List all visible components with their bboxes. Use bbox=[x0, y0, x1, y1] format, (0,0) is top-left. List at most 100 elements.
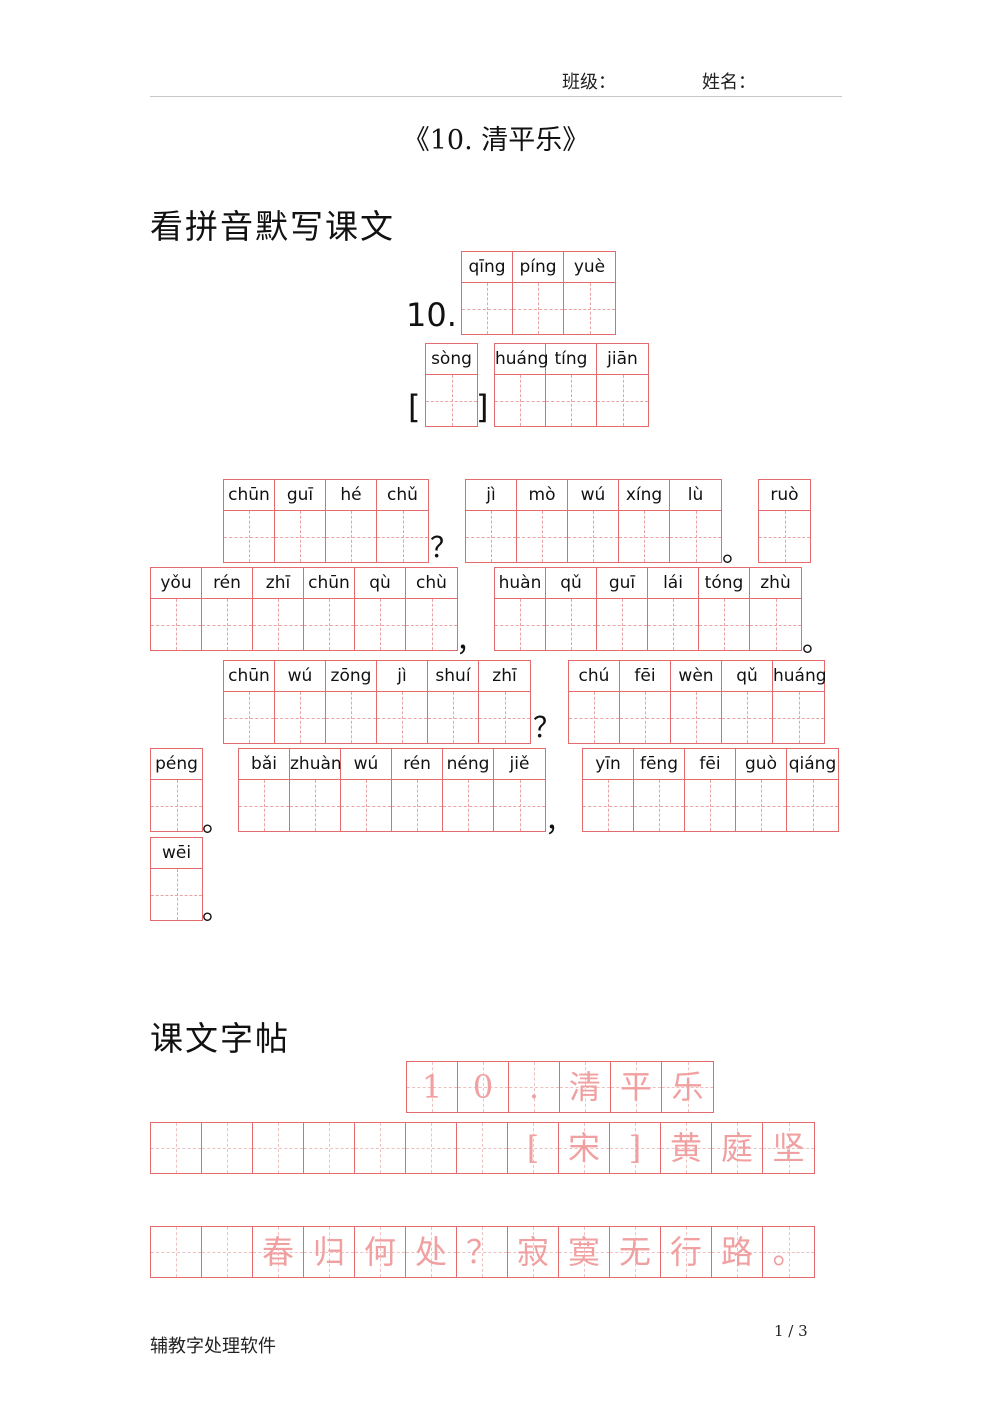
writing-box[interactable] bbox=[670, 511, 721, 562]
writing-box[interactable] bbox=[722, 692, 772, 743]
pinyin-cell: qǔ bbox=[722, 661, 773, 743]
writing-box[interactable] bbox=[773, 692, 824, 743]
pinyin-syllable: rén bbox=[202, 568, 252, 599]
writing-box[interactable] bbox=[648, 599, 698, 650]
writing-box[interactable] bbox=[517, 511, 567, 562]
writing-box[interactable] bbox=[597, 375, 648, 426]
writing-box[interactable] bbox=[224, 511, 274, 562]
pinyin-cell: hé bbox=[326, 480, 377, 562]
writing-box[interactable] bbox=[750, 599, 801, 650]
pinyin-syllable: shuí bbox=[428, 661, 478, 692]
writing-box[interactable] bbox=[619, 511, 669, 562]
pinyin-cell: chǔ bbox=[377, 480, 428, 562]
copybook-square: 无 bbox=[610, 1227, 661, 1277]
pinyin-syllable: qīng bbox=[462, 252, 512, 283]
writing-box[interactable] bbox=[151, 869, 202, 920]
trace-character: ] bbox=[628, 1129, 642, 1167]
writing-box[interactable] bbox=[466, 511, 516, 562]
writing-box[interactable] bbox=[151, 599, 201, 650]
writing-box[interactable] bbox=[426, 375, 477, 426]
writing-box[interactable] bbox=[597, 599, 647, 650]
pinyin-syllable: guī bbox=[275, 480, 325, 511]
pinyin-cell: guī bbox=[597, 568, 648, 650]
pinyin-syllable: lù bbox=[670, 480, 721, 511]
copybook-square bbox=[406, 1123, 457, 1173]
writing-box[interactable] bbox=[495, 599, 545, 650]
writing-box[interactable] bbox=[759, 511, 810, 562]
writing-box[interactable] bbox=[304, 599, 354, 650]
pinyin-syllable: wú bbox=[341, 749, 391, 780]
writing-box[interactable] bbox=[787, 780, 838, 831]
trace-character: 清 bbox=[568, 1068, 601, 1106]
writing-box[interactable] bbox=[736, 780, 786, 831]
writing-box[interactable] bbox=[546, 375, 596, 426]
writing-box[interactable] bbox=[253, 599, 303, 650]
copybook-square: 庭 bbox=[712, 1123, 763, 1173]
writing-box[interactable] bbox=[564, 283, 615, 334]
writing-box[interactable] bbox=[685, 780, 735, 831]
pinyin-cell: guī bbox=[275, 480, 326, 562]
writing-box[interactable] bbox=[462, 283, 512, 334]
writing-box[interactable] bbox=[239, 780, 289, 831]
copybook-square: 归 bbox=[304, 1227, 355, 1277]
writing-box[interactable] bbox=[443, 780, 493, 831]
punctuation-mark: ？ bbox=[430, 531, 459, 564]
pinyin-syllable: jiě bbox=[494, 749, 545, 780]
pinyin-cell: huàn bbox=[495, 568, 546, 650]
pinyin-syllable: chú bbox=[569, 661, 619, 692]
writing-box[interactable] bbox=[326, 692, 376, 743]
writing-box[interactable] bbox=[494, 780, 545, 831]
writing-box[interactable] bbox=[428, 692, 478, 743]
copybook-square: [ bbox=[508, 1123, 559, 1173]
copybook-square: ？ bbox=[457, 1227, 508, 1277]
writing-box[interactable] bbox=[406, 599, 457, 650]
writing-box[interactable] bbox=[202, 599, 252, 650]
pinyin-cell: péng bbox=[151, 749, 202, 831]
writing-box[interactable] bbox=[583, 780, 633, 831]
writing-box[interactable] bbox=[671, 692, 721, 743]
writing-box[interactable] bbox=[513, 283, 563, 334]
writing-box[interactable] bbox=[699, 599, 749, 650]
pinyin-syllable: qù bbox=[355, 568, 405, 599]
trace-character: 何 bbox=[363, 1233, 396, 1271]
pinyin-cell: fēng bbox=[634, 749, 685, 831]
copybook-square: 。 bbox=[763, 1227, 814, 1277]
pinyin-cell: xíng bbox=[619, 480, 670, 562]
writing-box[interactable] bbox=[151, 780, 202, 831]
writing-box[interactable] bbox=[479, 692, 530, 743]
writing-box[interactable] bbox=[568, 511, 618, 562]
writing-box[interactable] bbox=[275, 692, 325, 743]
writing-box[interactable] bbox=[634, 780, 684, 831]
writing-box[interactable] bbox=[355, 599, 405, 650]
writing-box[interactable] bbox=[620, 692, 670, 743]
pinyin-syllable: jì bbox=[466, 480, 516, 511]
trace-character: 路 bbox=[720, 1233, 753, 1271]
pinyin-cell: lù bbox=[670, 480, 721, 562]
writing-box[interactable] bbox=[224, 692, 274, 743]
pinyin-syllable: sòng bbox=[426, 344, 477, 375]
writing-box[interactable] bbox=[495, 375, 545, 426]
writing-box[interactable] bbox=[290, 780, 340, 831]
pinyin-cell: zōng bbox=[326, 661, 377, 743]
section-heading-pinyin: 看拼音默写课文 bbox=[150, 207, 395, 246]
copybook-square bbox=[202, 1227, 253, 1277]
trace-character: 黄 bbox=[669, 1129, 702, 1167]
writing-box[interactable] bbox=[569, 692, 619, 743]
pinyin-syllable: mò bbox=[517, 480, 567, 511]
writing-box[interactable] bbox=[377, 511, 428, 562]
writing-box[interactable] bbox=[341, 780, 391, 831]
copybook-square: 处 bbox=[406, 1227, 457, 1277]
trace-character: 平 bbox=[619, 1068, 652, 1106]
writing-box[interactable] bbox=[326, 511, 376, 562]
bracket-open: [ bbox=[408, 388, 421, 426]
pinyin-syllable: chūn bbox=[224, 661, 274, 692]
writing-box[interactable] bbox=[275, 511, 325, 562]
writing-box[interactable] bbox=[546, 599, 596, 650]
writing-box[interactable] bbox=[377, 692, 427, 743]
copybook-square bbox=[304, 1123, 355, 1173]
writing-box[interactable] bbox=[392, 780, 442, 831]
pinyin-syllable: chù bbox=[406, 568, 457, 599]
